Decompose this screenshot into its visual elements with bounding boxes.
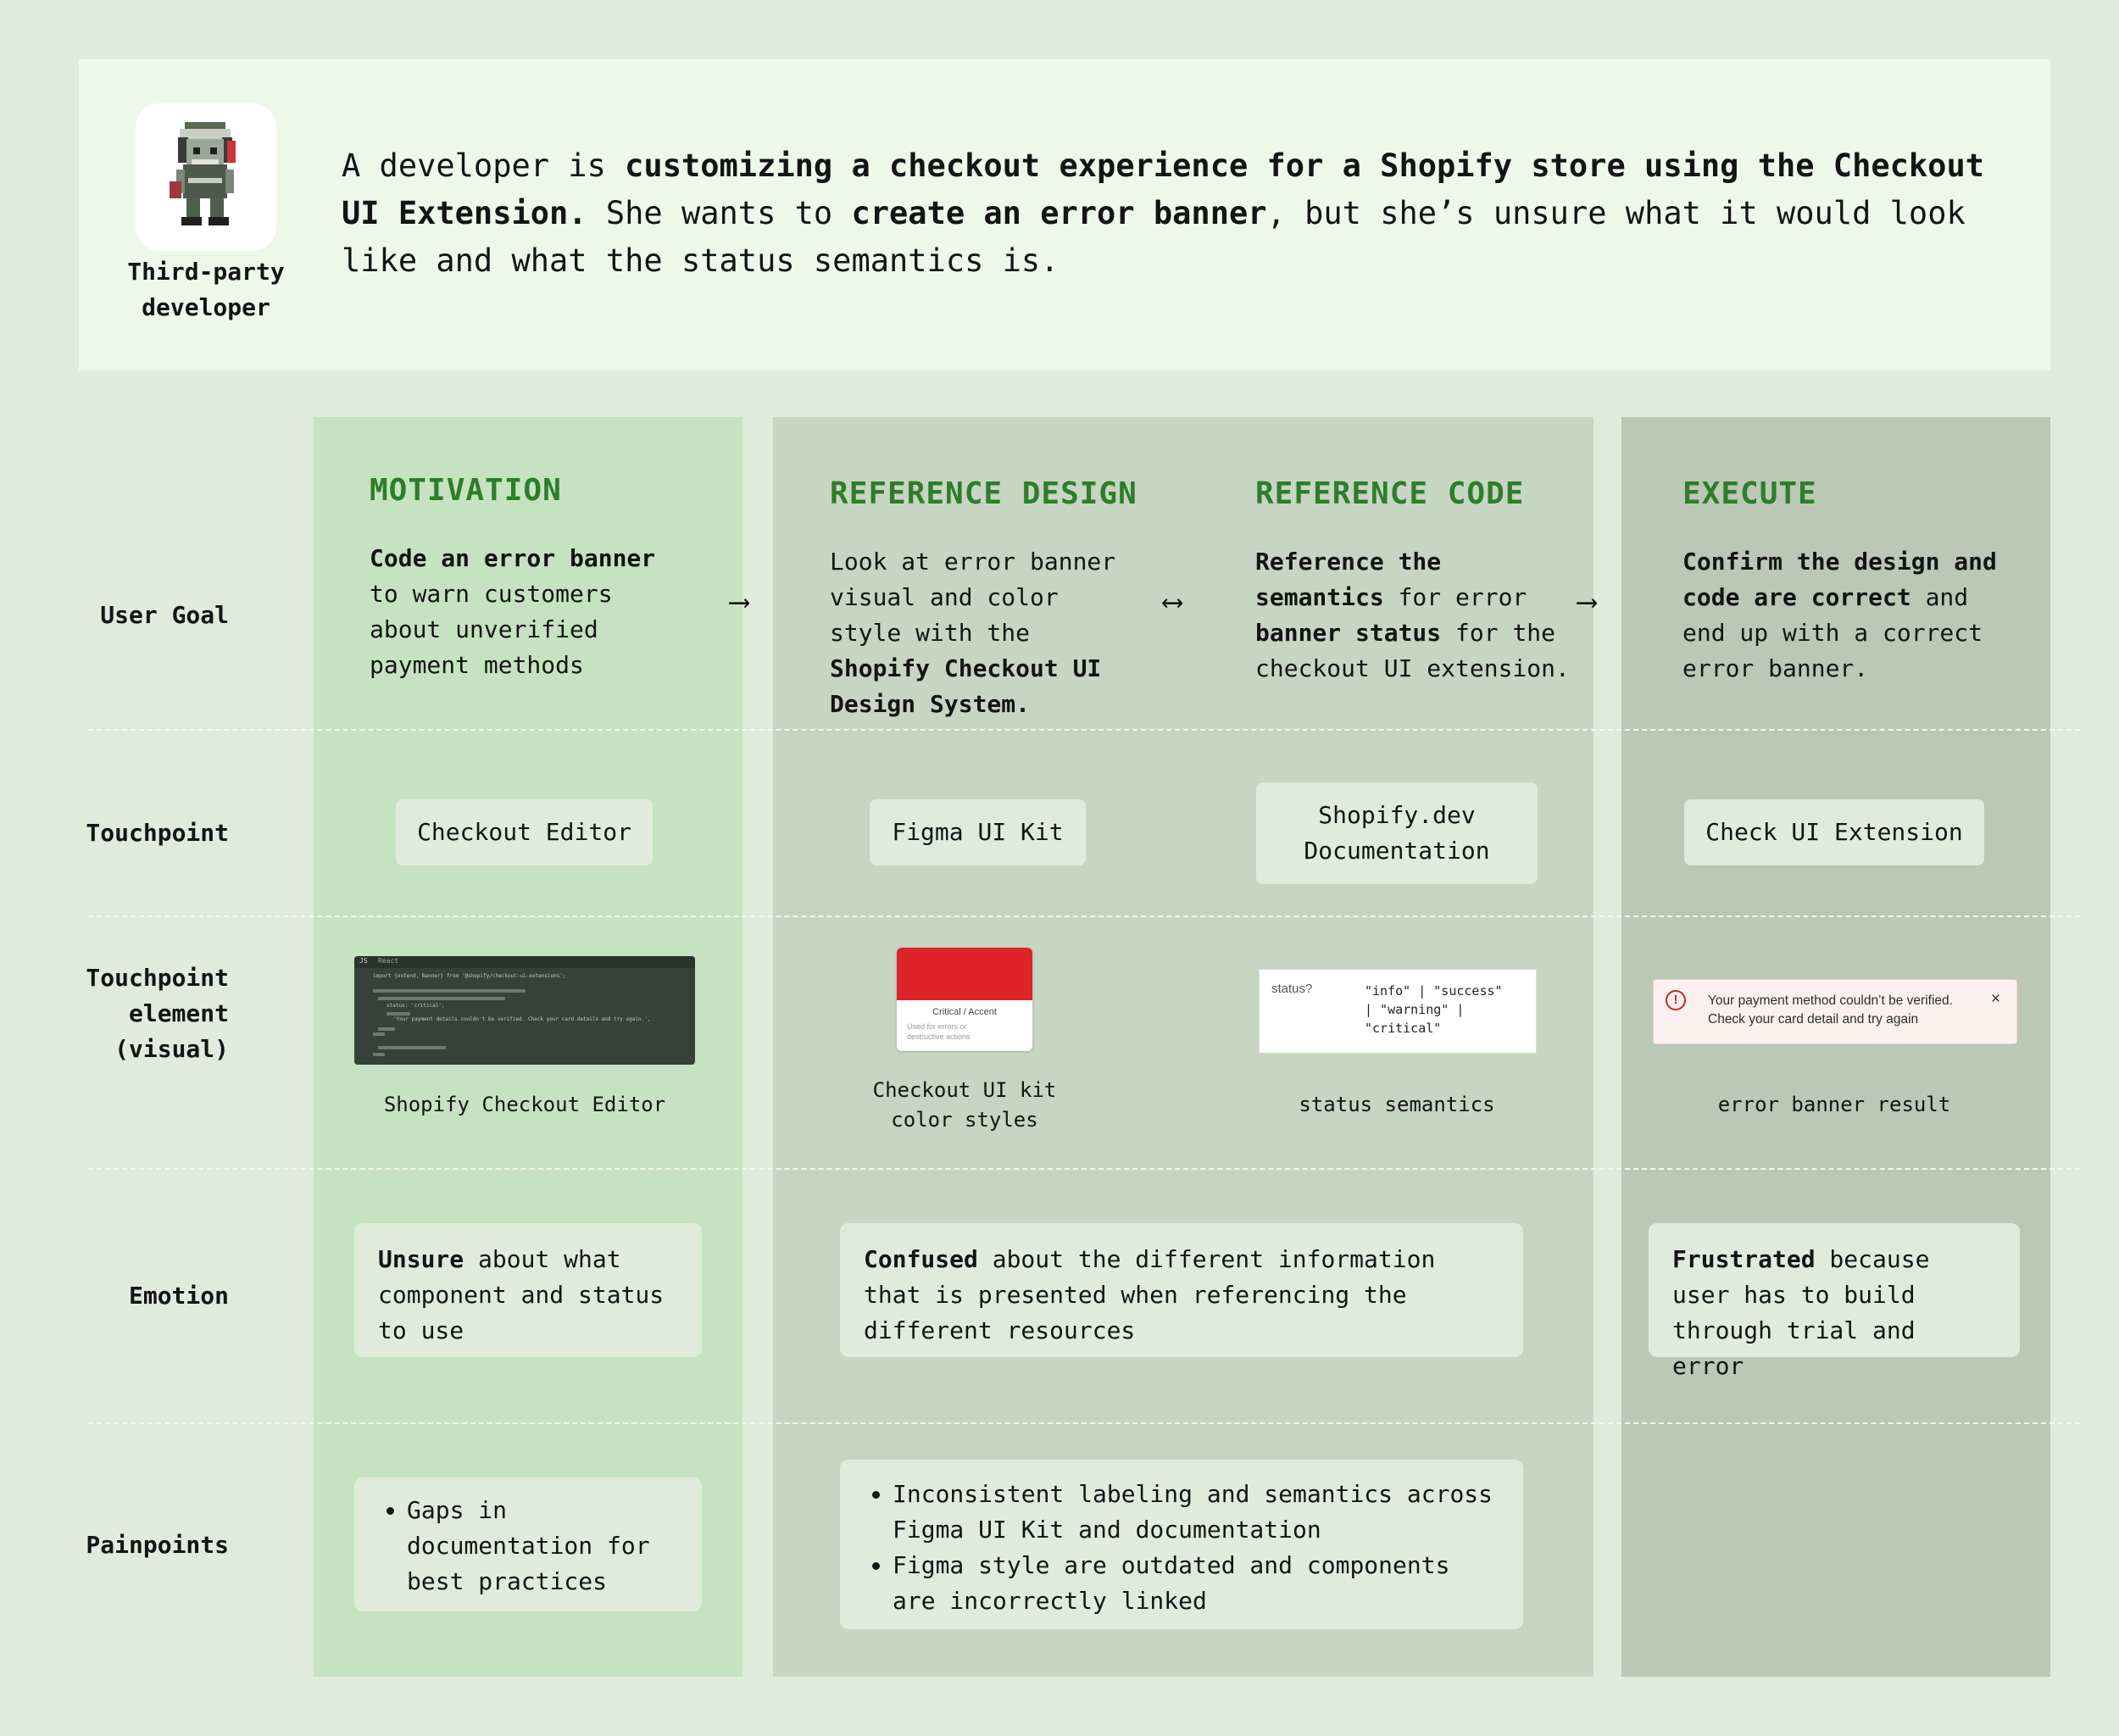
touchpoint-check-ui-extension: Check UI Extension xyxy=(1684,799,1984,865)
touchpoint-shopify-dev-docs: Shopify.dev Documentation xyxy=(1256,782,1538,884)
row-label-touchpoint: Touchpoint xyxy=(86,819,229,847)
arrow-right-icon: ⟶ xyxy=(731,585,748,619)
swatch-title: Critical / Accent xyxy=(932,1007,997,1017)
painpoint-item: Gaps in documentation for best practices xyxy=(407,1493,678,1600)
row-label-user-goal: User Goal xyxy=(100,601,229,629)
stage-title-execute: EXECUTE xyxy=(1682,476,1817,511)
execute-column xyxy=(1621,417,2050,1677)
touchpoint-checkout-editor: Checkout Editor xyxy=(396,799,653,865)
critical-color-swatch xyxy=(897,948,1032,1000)
stage-title-reference-design: REFERENCE DESIGN xyxy=(830,476,1137,511)
checkout-editor-screenshot: JS React import {extend, Banner} from '@… xyxy=(354,956,695,1065)
row-divider xyxy=(88,1168,2080,1170)
row-divider xyxy=(88,1422,2080,1424)
arrow-both-icon: ⟷ xyxy=(1164,585,1182,619)
scenario-text: A developer is customizing a checkout ex… xyxy=(342,147,1985,279)
goal-execute: Confirm the design and code are correct … xyxy=(1682,548,1997,682)
editor-tab-react: React xyxy=(378,957,399,965)
close-icon[interactable]: × xyxy=(1991,990,2001,1008)
row-label-emotion: Emotion xyxy=(128,1282,229,1310)
banner-message: Your payment method couldn’t be verified… xyxy=(1708,993,1953,1027)
code-status-line: status: 'critical', xyxy=(387,1003,445,1009)
goal-reference-design: Look at error banner visual and color st… xyxy=(830,548,1116,718)
stage-title-motivation: MOTIVATION xyxy=(370,473,562,508)
painpoint-item: Figma style are outdated and components … xyxy=(893,1548,1499,1619)
persona-panel xyxy=(79,59,2050,370)
stage-title-reference-code: REFERENCE CODE xyxy=(1255,476,1525,511)
status-key: status? xyxy=(1271,982,1313,996)
row-label-touchpoint-element: Touchpoint element (visual) xyxy=(86,964,229,1063)
caption-checkout-editor: Shopify Checkout Editor xyxy=(383,1093,666,1116)
emotion-motivation: Unsure about what component and status t… xyxy=(354,1223,702,1357)
row-divider xyxy=(88,729,2080,731)
painpoints-reference: Inconsistent labeling and semantics acro… xyxy=(840,1460,1523,1629)
persona-label: Third-party developer xyxy=(127,258,285,321)
status-values: "info" | "success" | "warning" | "critic… xyxy=(1365,983,1503,1036)
goal-motivation: Code an error banner to warn customers a… xyxy=(370,544,656,679)
goal-reference-code: Reference the semantics for error banner… xyxy=(1255,548,1570,682)
avatar xyxy=(136,103,276,251)
arrow-right-icon: ⟶ xyxy=(1578,585,1596,619)
pixel-developer-icon xyxy=(170,122,236,225)
status-semantics-snippet: status? "info" | "success" | "warning" |… xyxy=(1259,969,1537,1054)
caption-color-styles: Checkout UI kit color styles xyxy=(872,1078,1057,1132)
painpoints-motivation: Gaps in documentation for best practices xyxy=(354,1477,702,1611)
caption-error-banner: error banner result xyxy=(1717,1093,1951,1116)
emotion-execute: Frustrated because user has to build thr… xyxy=(1649,1223,2020,1380)
code-title-line: 'Your payment details couldn't be verifi… xyxy=(393,1016,651,1022)
figma-color-swatch: Critical / Accent Used for errors or des… xyxy=(897,948,1032,1051)
swatch-description: Used for errors or destructive actions xyxy=(907,1022,971,1041)
editor-tab-js: JS xyxy=(359,957,368,965)
code-import-line: import {extend, Banner} from '@shopify/c… xyxy=(373,973,566,979)
painpoint-item: Inconsistent labeling and semantics acro… xyxy=(893,1477,1499,1548)
row-label-painpoints: Painpoints xyxy=(86,1531,229,1559)
row-divider xyxy=(88,915,2080,917)
touchpoint-figma-ui-kit: Figma UI Kit xyxy=(870,799,1086,865)
editor-tab-bar: JS React xyxy=(354,956,695,968)
error-banner-preview: ! Your payment method couldn’t be verifi… xyxy=(1653,979,2017,1044)
emotion-reference: Confused about the different information… xyxy=(840,1223,1523,1357)
caption-status-semantics: status semantics xyxy=(1299,1093,1495,1116)
error-circle-icon: ! xyxy=(1666,990,1686,1010)
